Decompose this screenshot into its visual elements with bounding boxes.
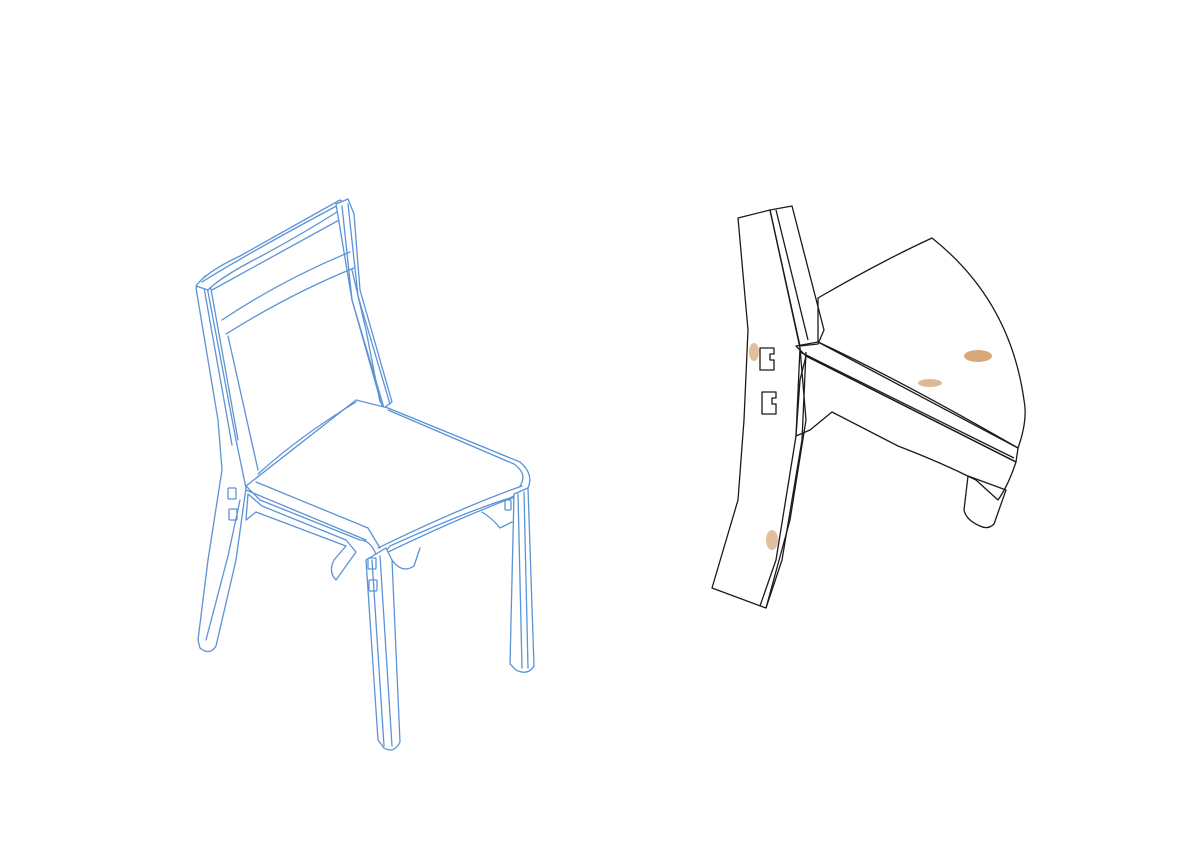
wood-rear-foot: [963, 475, 1007, 529]
wood-seat-panel: [817, 237, 1026, 449]
wood-knot: [766, 530, 778, 550]
joint-slot: [367, 557, 377, 570]
side-apron: [245, 493, 357, 581]
wood-knot: [918, 379, 942, 387]
front-left-leg: [365, 547, 401, 751]
wood-assembly-drawing: [711, 205, 1026, 609]
wood-post-edge: [769, 205, 825, 347]
joint-slot: [228, 508, 238, 521]
wood-joint-slot: [761, 391, 777, 415]
joint-slot: [227, 487, 237, 500]
outline-chair-drawing: [195, 198, 535, 751]
front-right-leg: [509, 487, 535, 673]
top-back-rail: [195, 199, 349, 291]
back-left-post: [195, 275, 247, 653]
joint-slot: [368, 579, 378, 592]
wood-knot: [964, 350, 992, 362]
seat-panel: [245, 399, 531, 561]
wood-front-post: [711, 209, 807, 609]
wood-joint-slot: [759, 347, 775, 371]
joint-slot: [504, 499, 512, 511]
wood-knot: [749, 343, 759, 361]
mid-back-rail: [221, 251, 351, 321]
wood-side-apron: [795, 355, 1017, 501]
